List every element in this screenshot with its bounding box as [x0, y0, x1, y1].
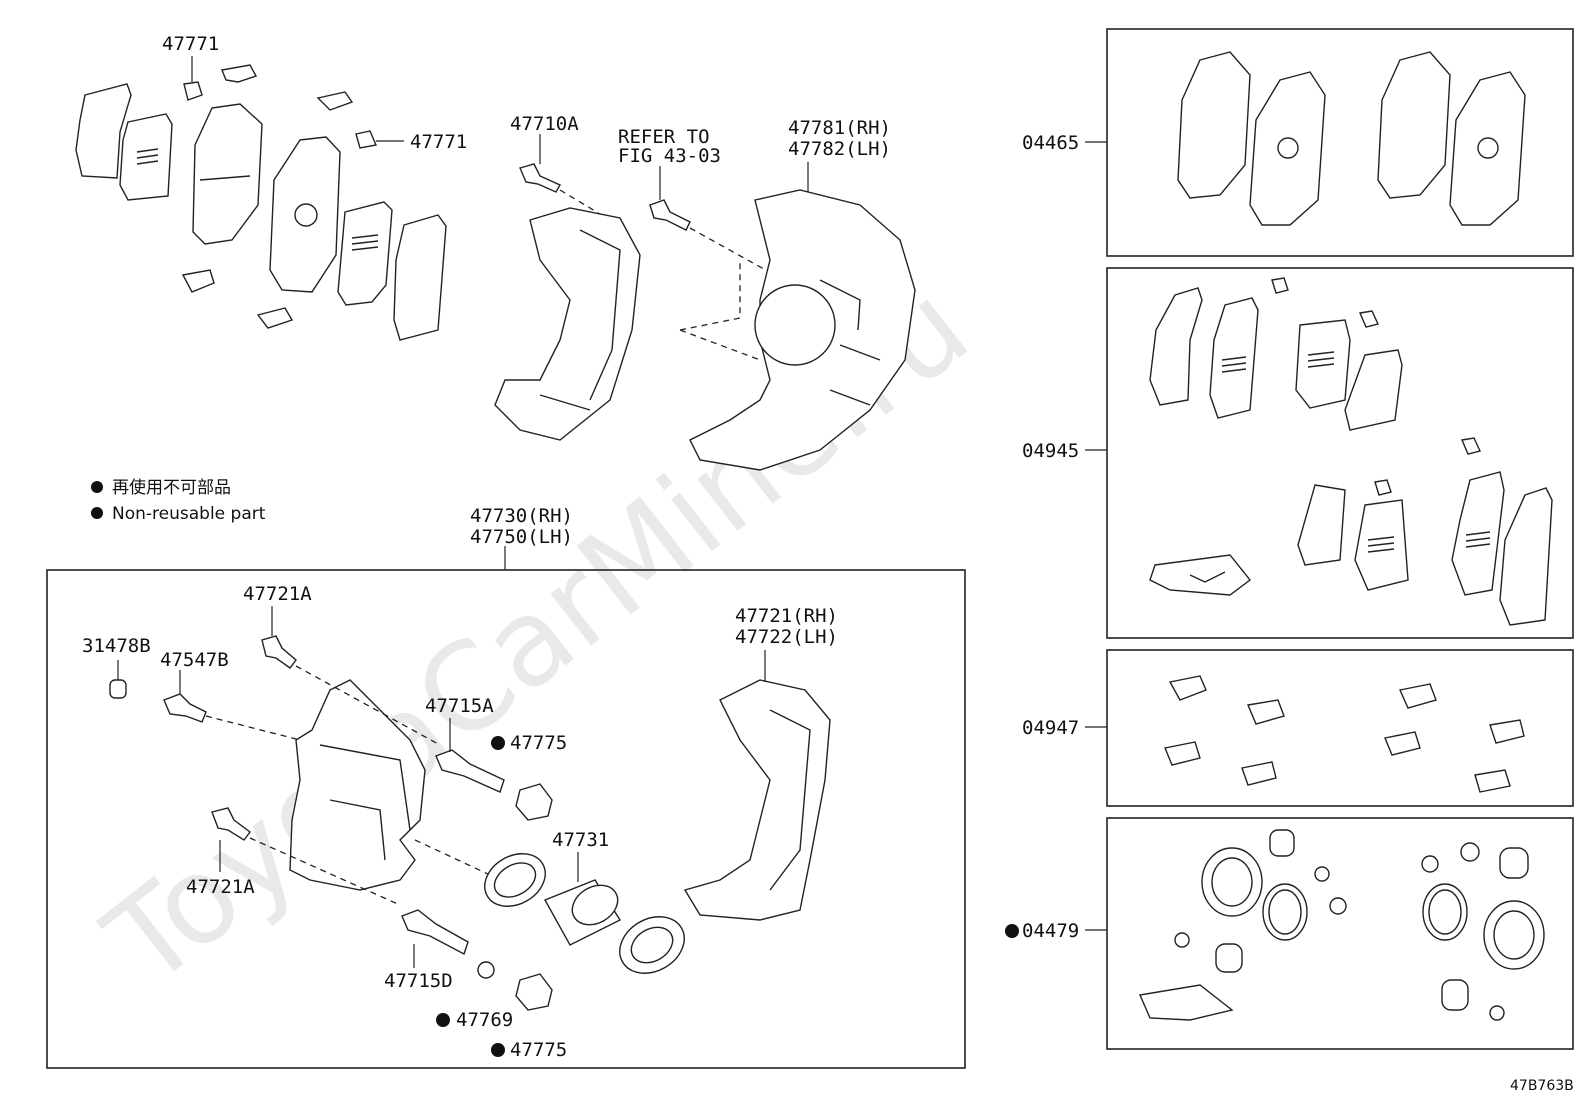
kit-04947-parts: [1164, 675, 1525, 793]
label-47721A-top: 47721A: [243, 583, 312, 605]
nonreusable-dot-47775-bottom: [491, 1043, 505, 1057]
legend-jp: 再使用不可部品: [112, 477, 231, 498]
label-47775-top: 47775: [510, 732, 567, 754]
label-47775-bottom: 47775: [510, 1039, 567, 1061]
label-47547B: 47547B: [160, 649, 229, 671]
label-04945: 04945: [1022, 440, 1079, 462]
label-31478B: 31478B: [82, 635, 151, 657]
label-47710A: 47710A: [510, 113, 579, 135]
kit-04465-parts: [1177, 51, 1526, 226]
label-refer-1: REFER TO: [618, 126, 710, 148]
caliper-assembly-parts: [109, 606, 831, 1011]
kit-box-04947: [1106, 649, 1574, 807]
label-refer-2: FIG 43-03: [618, 145, 721, 167]
legend-dot-2: [91, 507, 103, 519]
label-47722: 47722(LH): [735, 626, 838, 648]
label-47730: 47730(RH): [470, 505, 573, 527]
label-47782: 47782(LH): [788, 138, 891, 160]
label-04479: 04479: [1022, 920, 1079, 942]
label-47771-right: 47771: [410, 131, 467, 153]
nonreusable-dot-47769: [436, 1013, 450, 1027]
label-47715D: 47715D: [384, 970, 453, 992]
kit-04479-parts: [1139, 829, 1545, 1021]
kit-box-04479: [1106, 817, 1574, 1050]
label-47750: 47750(LH): [470, 526, 573, 548]
label-47721A-bottom: 47721A: [186, 876, 255, 898]
diagram-code: 47B763B: [1510, 1078, 1574, 1094]
caliper-mounting: [494, 134, 916, 471]
label-47721: 47721(RH): [735, 605, 838, 627]
kit-box-04945: [1106, 267, 1574, 639]
label-47715A: 47715A: [425, 695, 494, 717]
label-04947: 04947: [1022, 717, 1079, 739]
label-47731: 47731: [552, 829, 609, 851]
label-04465: 04465: [1022, 132, 1079, 154]
nonreusable-dot-04479: [1005, 924, 1019, 938]
label-47781: 47781(RH): [788, 117, 891, 139]
legend-dot-1: [91, 481, 103, 493]
label-47771-top: 47771: [162, 33, 219, 55]
kit-04945-parts: [1149, 277, 1553, 626]
label-47769: 47769: [456, 1009, 513, 1031]
caliper-assembly-box: [46, 569, 966, 1069]
legend-en: Non-reusable part: [112, 504, 266, 524]
nonreusable-dot-47775-top: [491, 736, 505, 750]
pad-set-exploded: [75, 56, 447, 341]
